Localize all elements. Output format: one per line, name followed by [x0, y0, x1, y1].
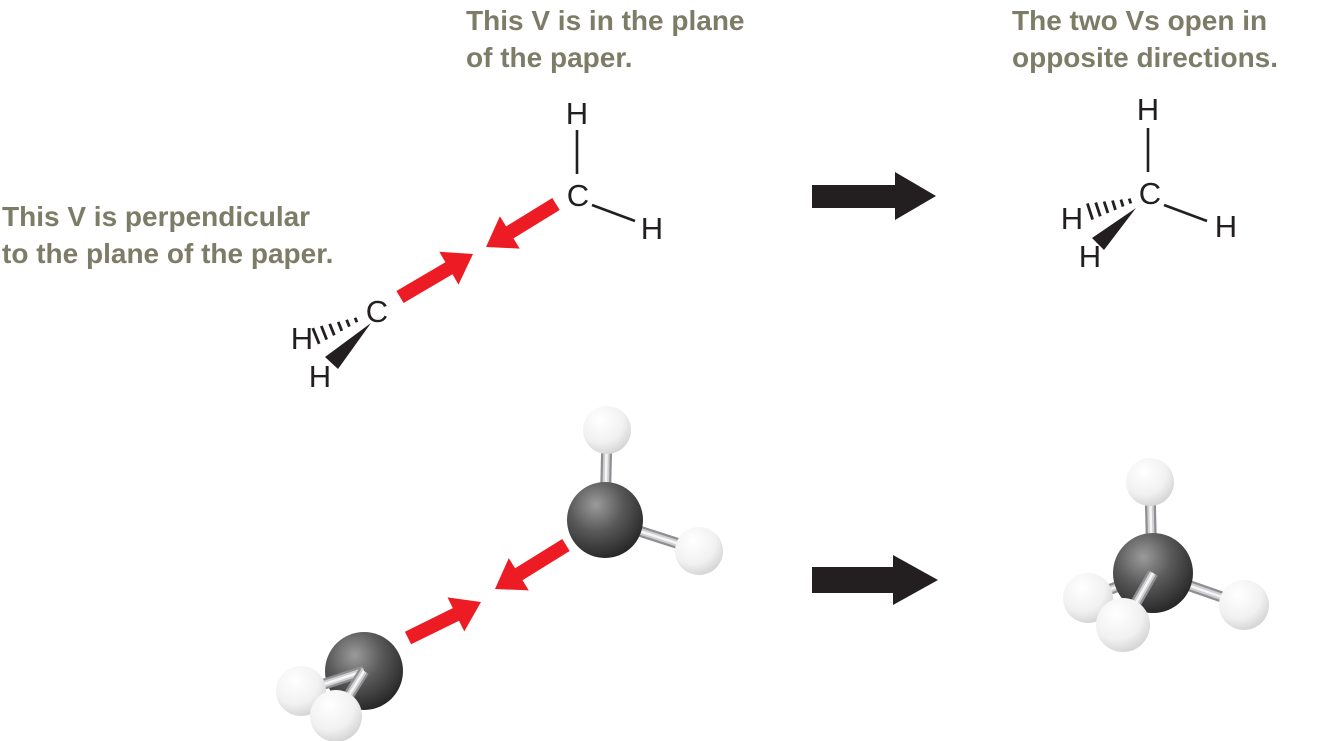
dash-bond-hash — [1094, 202, 1102, 217]
skeletal-perpendicular-ch2 — [311, 317, 371, 369]
hydrogen-ball — [1219, 580, 1269, 630]
dash-bond-hash — [1111, 200, 1117, 211]
ballstick-planar-ch2 — [567, 406, 723, 575]
dash-bond-hash — [311, 327, 321, 345]
atom-label-c: C — [365, 294, 389, 329]
atom-label-h: H — [290, 321, 314, 356]
atom-label-c: C — [1138, 176, 1162, 211]
caption-vs-opposite-directions: The two Vs open in opposite directions. — [1012, 5, 1279, 73]
bond-c-h-right — [1163, 203, 1208, 223]
dash-bond-hash — [328, 323, 336, 336]
hydrogen-ball — [1126, 458, 1174, 506]
atom-label-h: H — [640, 211, 664, 246]
wedge-bond — [1092, 208, 1136, 250]
caption-v-in-plane: This V is in the plane of the paper. — [466, 5, 745, 73]
hydrogen-ball — [1096, 598, 1150, 652]
dash-bond-hash — [319, 325, 329, 341]
wedge-bond — [325, 323, 371, 369]
reaction-arrow-top — [812, 172, 936, 220]
dash-bond-hash — [345, 319, 351, 328]
red-arrow-from-perpendicular-model — [404, 597, 481, 645]
atom-label-h: H — [1136, 92, 1160, 127]
dash-bond-hash — [336, 321, 344, 332]
bond-c-h-right — [591, 203, 636, 223]
hydrogen-ball — [583, 406, 631, 454]
caption-v-perpendicular: This V is perpendicular to the plane of … — [2, 201, 334, 269]
hydrogen-ball — [675, 527, 723, 575]
atom-label-h: H — [1214, 209, 1238, 244]
dash-bond-hash — [1127, 198, 1133, 204]
skeletal-methane — [1086, 128, 1208, 250]
dash-bond-hash — [1119, 199, 1125, 208]
red-arrow-from-perpendicular-v — [396, 251, 473, 303]
atom-label-c: C — [566, 178, 590, 213]
skeletal-planar-ch2 — [575, 130, 636, 223]
ballstick-perpendicular-ch2 — [276, 632, 403, 741]
red-arrow-from-planar-model — [495, 539, 570, 591]
ballstick-methane — [1063, 458, 1269, 652]
dash-bond-hash — [353, 317, 359, 323]
hydrogen-ball — [310, 690, 362, 741]
atom-label-h: H — [1078, 239, 1102, 274]
atom-label-h: H — [1060, 201, 1084, 236]
dash-bond-hash — [1102, 201, 1110, 214]
red-arrow-from-planar-v — [486, 198, 560, 249]
dash-bond-hash — [1086, 202, 1094, 221]
carbon-ball — [567, 482, 643, 558]
reaction-arrow-bottom — [812, 555, 938, 605]
atom-label-h: H — [565, 96, 589, 131]
atom-label-h: H — [308, 359, 332, 394]
